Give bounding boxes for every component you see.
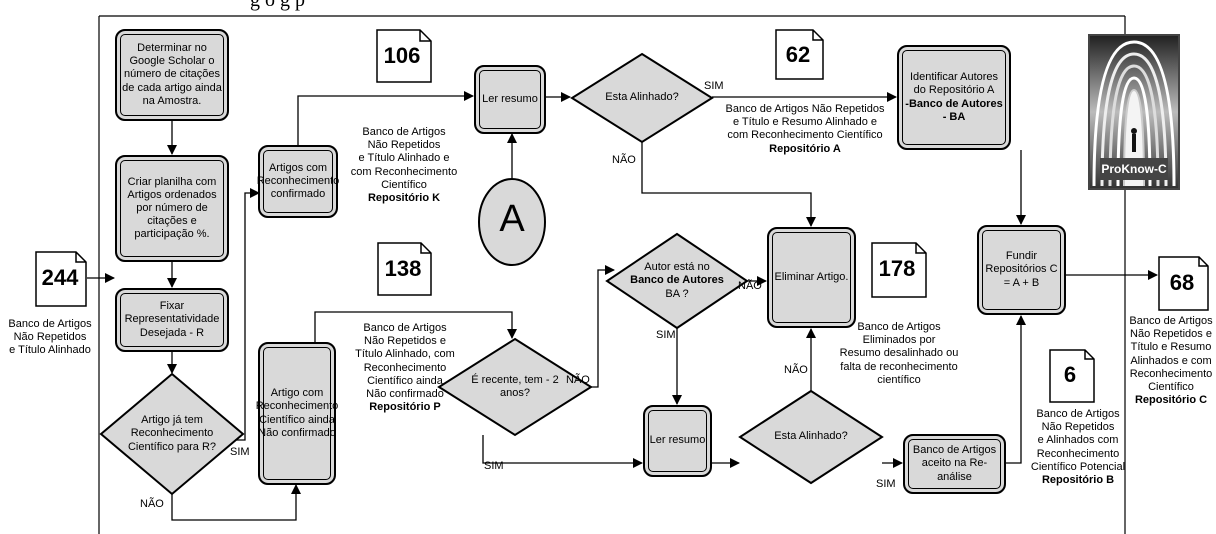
caption-line: Alinhados e com bbox=[1130, 354, 1212, 367]
caption-line: Reconhecimento bbox=[363, 361, 447, 374]
doc-106-number: 106 bbox=[383, 43, 421, 68]
caption-line: Banco de Artigos bbox=[1129, 315, 1213, 327]
box-eliminate-article: Eliminar Artigo. bbox=[767, 227, 856, 328]
tag-sim-author: SIM bbox=[656, 329, 676, 341]
caption-line: com Reconhecimento bbox=[350, 165, 458, 178]
caption-repo: Repositório C bbox=[1134, 394, 1208, 407]
doc-106-shape bbox=[376, 29, 432, 83]
tag-sim-aligned2: SIM bbox=[876, 478, 896, 490]
caption-line: Não confirmado bbox=[366, 387, 444, 400]
tag-sim-aligned1: SIM bbox=[704, 80, 724, 92]
doc-6-caption: Banco de Artigos Não Repetidos e Alinhad… bbox=[1022, 408, 1134, 487]
identify-authors-bold: -Banco de Autores - BA bbox=[905, 97, 1003, 123]
doc-244-shape bbox=[35, 251, 87, 307]
box-read-abstract-2: Ler resumo bbox=[643, 405, 712, 477]
doc-68-number: 68 bbox=[1169, 270, 1195, 295]
caption-line: científico bbox=[877, 373, 921, 386]
caption-line: Científico Potencial bbox=[1030, 460, 1126, 473]
connector-circle bbox=[478, 178, 546, 266]
tag-nao-aligned1: NÃO bbox=[612, 154, 636, 166]
caption-line: Reconhecimento bbox=[1036, 447, 1120, 460]
doc-138-shape bbox=[377, 242, 432, 296]
caption-line: Resumo desalinhado ou bbox=[839, 347, 959, 360]
caption-line: e Título e Resumo Alinhado e bbox=[732, 116, 878, 129]
tag-nao-recent: NÃO bbox=[566, 374, 590, 386]
box-fix-representativeness: Fixar Representatividade Desejada - R bbox=[115, 288, 229, 352]
caption-line: e Título Alinhado e bbox=[358, 152, 450, 165]
caption-line: Reconhecimento bbox=[1129, 367, 1213, 380]
caption-repo: Repositório K bbox=[367, 191, 441, 204]
caption-line: Não Repetidos bbox=[1041, 421, 1115, 434]
doc-138-number: 138 bbox=[384, 256, 422, 281]
diamond-recent: É recente, tem - 2 anos? bbox=[471, 373, 559, 399]
box-not-confirmed-recognition: Artigo com Reconhecimento Científico ain… bbox=[256, 342, 338, 485]
caption-repo: Repositório A bbox=[769, 142, 841, 155]
diamond-author-in-ba: Autor está no Banco de Autores BA ? bbox=[622, 258, 732, 304]
logo-caption: ProKnow-C bbox=[1100, 158, 1168, 180]
caption-line: Não Repetidos e bbox=[1130, 328, 1212, 341]
caption-line: Banco de Artigos Não Repetidos bbox=[725, 103, 885, 115]
doc-68-shape bbox=[1158, 256, 1209, 311]
caption-line: Científico bbox=[1148, 380, 1194, 393]
caption-line: com Reconhecimento Científico bbox=[727, 129, 883, 142]
caption-line: Título e Resumo bbox=[1130, 341, 1212, 354]
caption-line: Não Repetidos bbox=[367, 139, 441, 152]
author-in-ba-bold: Banco de Autores bbox=[630, 274, 724, 287]
tag-sim-recognition: SIM bbox=[230, 446, 250, 458]
doc-178-caption: Banco de Artigos Eliminados por Resumo d… bbox=[832, 321, 966, 387]
doc-244-number: 244 bbox=[41, 265, 79, 290]
box-create-spreadsheet: Criar planilha com Artigos ordenados por… bbox=[115, 155, 229, 262]
doc-244-caption: Banco de Artigos Não Repetidos e Título … bbox=[2, 318, 98, 358]
tag-sim-recent: SIM bbox=[484, 460, 504, 472]
box-confirmed-recognition: Artigos com Reconhecimento confirmado bbox=[257, 145, 339, 218]
doc-178-number: 178 bbox=[878, 256, 916, 281]
caption-line: e Alinhados com bbox=[1037, 434, 1119, 447]
box-determine-citations: Determinar no Google Scholar o número de… bbox=[115, 29, 229, 121]
doc-62-caption: Banco de Artigos Não Repetidos e Título … bbox=[715, 103, 895, 156]
doc-178-shape bbox=[871, 242, 927, 298]
caption-line: Banco de Artigos bbox=[1036, 408, 1120, 420]
box-accepted-reanalysis: Banco de Artigos aceito na Re-análise bbox=[903, 434, 1006, 494]
doc-106-caption: Banco de Artigos Não Repetidos e Título … bbox=[344, 126, 464, 205]
diamond-recent-shape bbox=[437, 337, 593, 437]
caption-repo: Repositório B bbox=[1041, 473, 1115, 486]
proknow-logo: ProKnow-C bbox=[1088, 34, 1180, 190]
tag-nao-author: NÃO bbox=[738, 280, 762, 292]
caption-line: Banco de Artigos bbox=[8, 318, 92, 330]
author-in-ba-post: BA ? bbox=[665, 287, 689, 300]
caption-line: Científico ainda bbox=[367, 374, 443, 387]
doc-68-caption: Banco de Artigos Não Repetidos e Título … bbox=[1126, 315, 1216, 407]
diamond-aligned2-shape bbox=[738, 389, 884, 485]
diamond-aligned-1: Esta Alinhado? bbox=[605, 91, 679, 104]
tag-nao-aligned2: NÃO bbox=[784, 364, 808, 376]
caption-line: Eliminados por bbox=[862, 334, 936, 347]
caption-line: Banco de Artigos bbox=[363, 322, 447, 334]
doc-6-shape bbox=[1049, 349, 1095, 403]
caption-line: Título Alinhado, com bbox=[355, 348, 455, 361]
author-in-ba-pre: Autor está no bbox=[644, 261, 710, 274]
diamond-aligned-2: Esta Alinhado? bbox=[774, 430, 848, 443]
doc-62-shape bbox=[775, 29, 824, 80]
identify-authors-text: Identificar Autores do Repositório A bbox=[909, 71, 999, 97]
box-read-abstract-1: Ler resumo bbox=[474, 65, 546, 134]
diamond-has-recognition: Artigo já tem Reconhecimento Científico … bbox=[127, 414, 217, 453]
caption-line: Não Repetidos e bbox=[364, 335, 446, 348]
doc-6-number: 6 bbox=[1063, 362, 1077, 387]
box-identify-authors: Identificar Autores do Repositório A -Ba… bbox=[897, 45, 1011, 150]
doc-138-caption: Banco de Artigos Não Repetidos e Título … bbox=[343, 322, 467, 414]
doc-62-number: 62 bbox=[785, 42, 811, 67]
header-fragment: g o g p bbox=[250, 0, 305, 11]
caption-line: Não Repetidos bbox=[13, 331, 87, 344]
caption-line: falta de reconhecimento bbox=[840, 360, 958, 373]
box-fuse-repositories: Fundir Repositórios C = A + B bbox=[977, 225, 1066, 315]
caption-line: e Título Alinhado bbox=[9, 344, 91, 357]
connector-label: A bbox=[499, 198, 525, 240]
caption-line: Científico bbox=[381, 178, 427, 191]
caption-line: Banco de Artigos bbox=[362, 126, 446, 138]
caption-line: Banco de Artigos bbox=[857, 321, 941, 333]
tag-nao-recognition: NÃO bbox=[140, 498, 164, 510]
caption-repo: Repositório P bbox=[369, 401, 441, 414]
